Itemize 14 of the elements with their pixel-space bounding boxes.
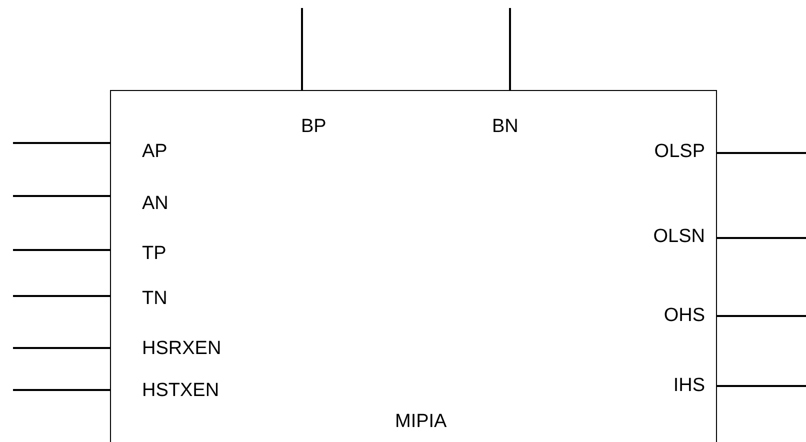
pin-name: OLSP bbox=[654, 142, 705, 161]
pin-name: BP bbox=[301, 117, 326, 136]
pin-name: HSTXEN bbox=[142, 381, 220, 400]
pin-name: OHS bbox=[664, 306, 705, 325]
pin-name: BN bbox=[492, 117, 518, 136]
block-name: MIPIA bbox=[395, 412, 447, 431]
pin-name: OLSN bbox=[653, 227, 705, 246]
pin-name: TN bbox=[142, 289, 168, 308]
pin-name: AP bbox=[142, 142, 168, 161]
pin-name: HSRXEN bbox=[142, 339, 222, 358]
pin-name: IHS bbox=[673, 376, 705, 395]
pin-name: TP bbox=[142, 244, 166, 263]
block-box bbox=[110, 90, 717, 442]
pin-name: AN bbox=[142, 194, 168, 213]
